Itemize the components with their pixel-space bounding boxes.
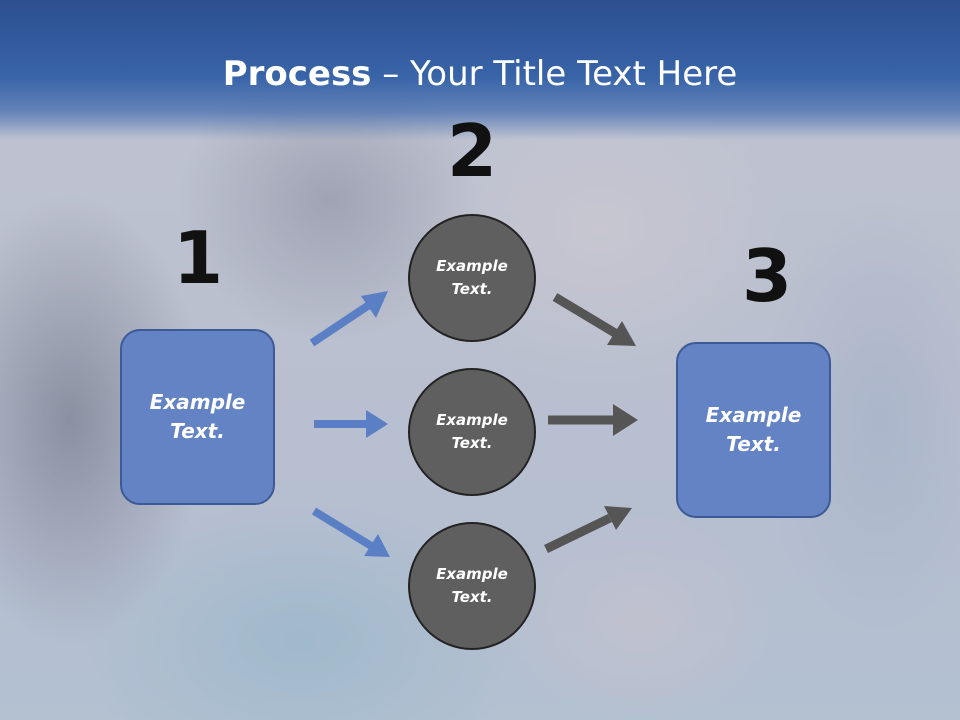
slide-title: Process – Your Title Text Here	[0, 52, 960, 96]
title-band	[0, 0, 960, 140]
arrow-start-to-top	[309, 291, 388, 347]
circle-bottom-text: Example Text.	[436, 565, 508, 606]
start-box-text: Example Text.	[149, 390, 246, 443]
circle-top: Example Text.	[408, 214, 536, 342]
arrow-start-to-bottom	[311, 507, 390, 557]
title-bold: Process	[222, 54, 372, 94]
title-rest: – Your Title Text Here	[371, 54, 738, 94]
circle-bottom: Example Text.	[408, 522, 536, 650]
end-box-text: Example Text.	[705, 403, 802, 456]
circle-middle: Example Text.	[408, 368, 536, 496]
end-box: Example Text.	[676, 342, 831, 518]
circle-top-text: Example Text.	[436, 257, 508, 298]
start-box: Example Text.	[120, 329, 275, 505]
arrow-middle-to-end	[548, 404, 638, 436]
circle-middle-text: Example Text.	[436, 411, 508, 452]
step-number-3: 3	[741, 234, 793, 318]
arrow-start-to-middle	[314, 410, 388, 438]
step-number-1: 1	[172, 216, 224, 300]
arrow-bottom-to-end	[544, 506, 632, 554]
step-number-2: 2	[446, 109, 498, 193]
arrow-top-to-end	[552, 293, 636, 346]
